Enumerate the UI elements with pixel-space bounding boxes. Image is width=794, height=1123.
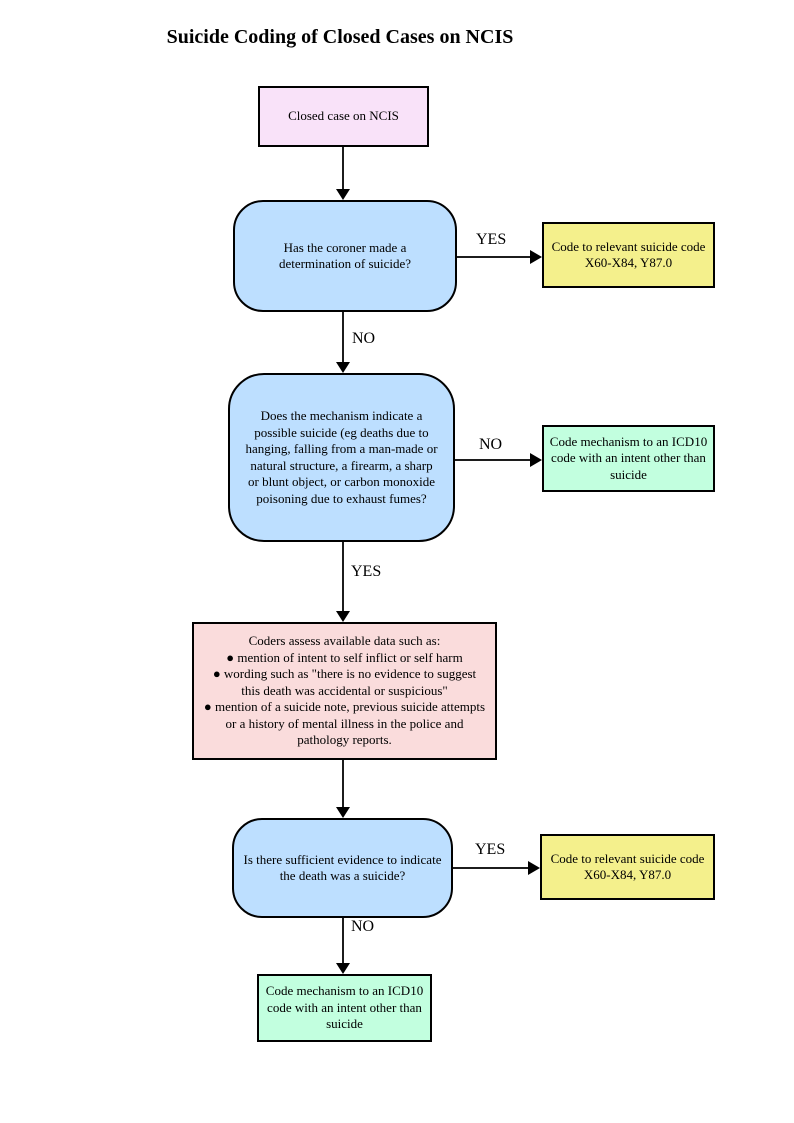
arrow-start-to-q1-head bbox=[336, 189, 350, 200]
edge-label-q2-yes: YES bbox=[351, 563, 382, 580]
node-code-suicide-code-2: Code to relevant suicide code X60-X84, Y… bbox=[540, 834, 715, 900]
arrow-q2-no-head bbox=[530, 453, 542, 467]
edge-label-q3-no: NO bbox=[351, 918, 375, 935]
node-sufficient-evidence-decision: Is there sufficient evidence to indicate… bbox=[232, 818, 453, 918]
arrow-q3-no-head bbox=[336, 963, 350, 974]
node-code-other-intent-1: Code mechanism to an ICD10 code with an … bbox=[542, 425, 715, 492]
node-coroner-determination-decision: Has the coroner made a determination of … bbox=[233, 200, 457, 312]
page-title: Suicide Coding of Closed Cases on NCIS bbox=[166, 26, 514, 48]
node-code-other-intent-2: Code mechanism to an ICD10 code with an … bbox=[257, 974, 432, 1042]
arrow-q1-no-head bbox=[336, 362, 350, 373]
arrow-q3-yes-head bbox=[528, 861, 540, 875]
arrow-coders-to-q3-head bbox=[336, 807, 350, 818]
arrow-q1-yes-line bbox=[457, 256, 531, 258]
arrow-q1-yes-head bbox=[530, 250, 542, 264]
arrow-q3-yes-line bbox=[453, 867, 529, 869]
node-closed-case: Closed case on NCIS bbox=[258, 86, 429, 147]
arrow-q2-no-line bbox=[455, 459, 531, 461]
arrow-q2-yes-line bbox=[342, 542, 344, 613]
node-code-suicide-code-1: Code to relevant suicide code X60-X84, Y… bbox=[542, 222, 715, 288]
arrow-coders-to-q3-line bbox=[342, 760, 344, 809]
arrow-q3-no-line bbox=[342, 918, 344, 965]
arrow-q1-no-line bbox=[342, 312, 344, 366]
edge-label-q1-yes: YES bbox=[476, 231, 507, 248]
edge-label-q2-no: NO bbox=[479, 436, 503, 453]
edge-label-q3-yes: YES bbox=[475, 841, 506, 858]
edge-label-q1-no: NO bbox=[352, 330, 376, 347]
arrow-q2-yes-head bbox=[336, 611, 350, 622]
node-mechanism-indicates-decision: Does the mechanism indicate a possible s… bbox=[228, 373, 455, 542]
arrow-start-to-q1-line bbox=[342, 147, 344, 191]
node-coders-assess: Coders assess available data such as: ● … bbox=[192, 622, 497, 760]
